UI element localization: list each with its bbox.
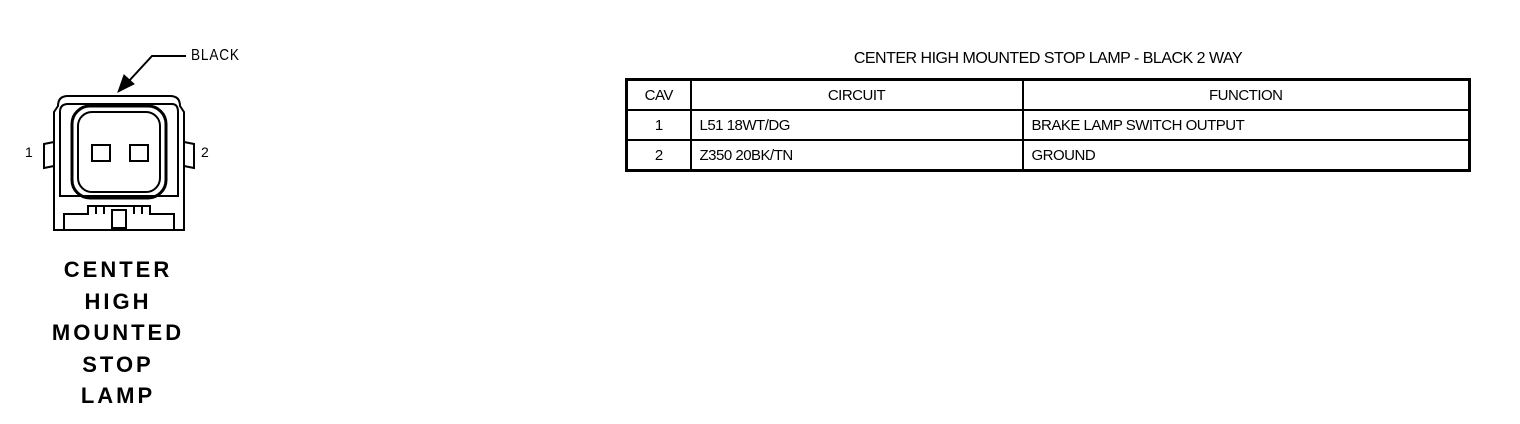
connector-face xyxy=(70,104,168,200)
cell-circuit: Z350 20BK/TN xyxy=(689,139,1024,172)
cell-cav: 1 xyxy=(625,109,692,141)
table-row: 2 Z350 20BK/TN GROUND xyxy=(625,139,1471,172)
side-latch-left xyxy=(43,141,55,170)
header-function: FUNCTION xyxy=(1021,78,1471,111)
pin-label-2: 2 xyxy=(201,144,209,160)
connector-name: CENTER HIGH MOUNTED STOP LAMP xyxy=(40,254,196,412)
table-row: 1 L51 18WT/DG BRAKE LAMP SWITCH OUTPUT xyxy=(625,109,1471,141)
pinout-table: CAV CIRCUIT FUNCTION 1 L51 18WT/DG BRAKE… xyxy=(625,78,1471,172)
cavity-2 xyxy=(129,144,149,162)
connector-face-drawing xyxy=(43,55,195,231)
connector-name-line: STOP xyxy=(82,351,154,377)
pinout-table-title: CENTER HIGH MOUNTED STOP LAMP - BLACK 2 … xyxy=(853,50,1243,67)
connector-name-line: LAMP xyxy=(80,383,156,408)
connector-name-line: MOUNTED xyxy=(51,320,185,345)
color-callout-label: BLACK xyxy=(191,47,240,64)
header-circuit: CIRCUIT xyxy=(689,78,1024,111)
header-cav: CAV xyxy=(625,78,692,111)
pin-label-1: 1 xyxy=(25,144,33,160)
side-latch-right xyxy=(183,141,195,170)
cell-function: GROUND xyxy=(1021,139,1471,172)
connector-name-line: HIGH xyxy=(84,288,152,314)
bottom-lock-tabs xyxy=(63,205,175,230)
cell-cav: 2 xyxy=(625,139,692,172)
table-header-row: CAV CIRCUIT FUNCTION xyxy=(625,78,1471,111)
connector-housing xyxy=(53,95,185,231)
connector-face-inner xyxy=(77,111,161,193)
cavity-1 xyxy=(91,144,111,162)
callout-leader-arrow xyxy=(117,55,186,94)
cell-circuit: L51 18WT/DG xyxy=(689,109,1024,141)
cell-function: BRAKE LAMP SWITCH OUTPUT xyxy=(1021,109,1471,141)
connector-name-line: CENTER xyxy=(63,257,173,282)
